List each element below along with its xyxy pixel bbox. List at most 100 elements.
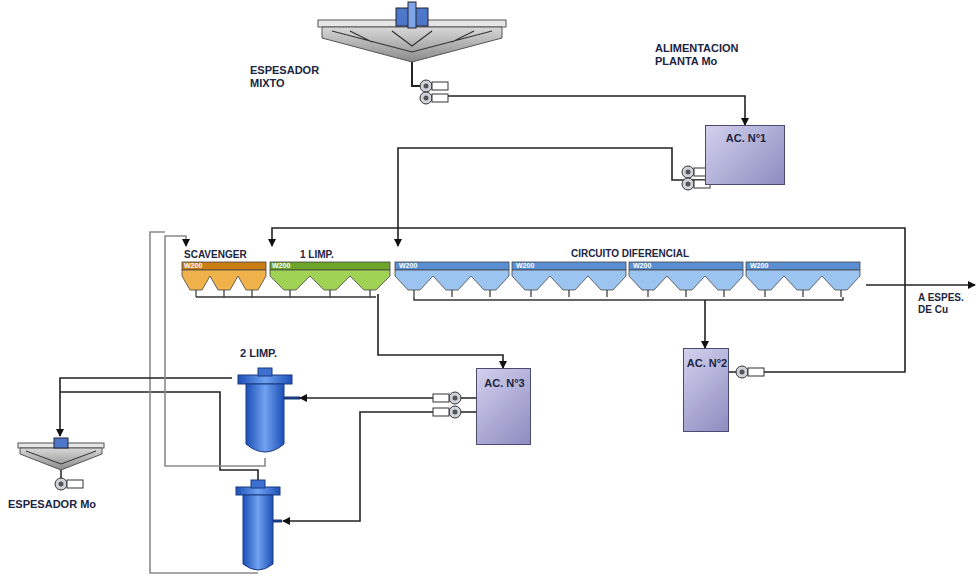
cell-discharge	[647, 290, 648, 297]
flotation-bank: W200	[629, 262, 743, 270]
flow-line	[704, 300, 706, 348]
pump-symbol	[740, 370, 745, 375]
flow-line	[398, 148, 705, 246]
column-top	[258, 368, 272, 376]
pump-motor	[432, 94, 448, 102]
cell-rail	[746, 262, 860, 270]
node-label: 2 LIMP.	[240, 347, 298, 360]
pipe	[412, 62, 420, 86]
pump-symbol	[453, 396, 458, 401]
cell-trough	[182, 270, 266, 290]
cell-rail	[629, 262, 743, 270]
pump-symbol	[686, 170, 691, 175]
cell-rail	[512, 262, 626, 270]
flotation-bank: W200	[395, 262, 509, 270]
cell-rail	[182, 262, 266, 270]
process-lines	[60, 232, 975, 573]
thickener-tank	[322, 27, 502, 62]
cell-discharge	[606, 290, 607, 297]
pump-symbol	[424, 96, 429, 101]
pumps	[55, 80, 764, 490]
cell-discharge	[329, 290, 330, 297]
node-label: ESPESADOR MIXTO	[250, 64, 345, 90]
node-label: CIRCUITO DIFERENCIAL	[510, 248, 750, 260]
node-label: AC. N°3	[482, 377, 527, 390]
tank-box: AC. N°1	[705, 125, 785, 185]
pump-motor	[748, 368, 764, 376]
cell-discharge	[723, 290, 724, 297]
thickener-rake	[332, 31, 492, 52]
thickener: ESPESADOR Mo	[8, 436, 120, 520]
thickener-drawing	[18, 438, 104, 480]
column-feed	[284, 397, 300, 400]
cell-discharge	[223, 290, 224, 297]
pump-symbol	[453, 410, 458, 415]
pump-motor	[433, 408, 449, 416]
cell-discharge	[451, 290, 452, 297]
pump-symbol	[59, 482, 64, 487]
launder	[414, 297, 843, 300]
pump-symbol	[686, 182, 691, 187]
cell-trough	[512, 270, 626, 290]
flow-line	[378, 294, 503, 368]
thickener: ESPESADOR MIXTO	[245, 0, 515, 96]
pump-motor	[67, 480, 83, 488]
flow-line	[272, 228, 905, 372]
pump-symbol	[424, 84, 429, 89]
pump-symbol	[449, 392, 461, 404]
launder	[196, 296, 376, 297]
cell-discharge	[568, 290, 569, 297]
cell-model: W200	[184, 262, 224, 270]
flotation-bank: W200	[512, 262, 626, 270]
cell-model: W200	[272, 262, 312, 270]
flotation-column: 2 LIMP.	[232, 345, 300, 458]
cell-rail	[270, 262, 390, 270]
flotation-cells	[182, 262, 860, 300]
node-label: AC. N°2	[686, 357, 728, 370]
column-top	[251, 480, 265, 488]
column-body	[246, 384, 284, 452]
node-label: 1 LIMP.	[300, 249, 370, 261]
cell-discharge	[530, 290, 531, 297]
feed-line	[283, 412, 476, 521]
pump-symbol	[420, 80, 432, 92]
cell-discharge	[369, 290, 370, 297]
thickener-rake	[26, 451, 96, 464]
cell-rail	[395, 262, 509, 270]
cell-trough	[629, 270, 743, 290]
cell-trough	[746, 270, 860, 290]
cell-discharge	[764, 290, 765, 297]
cell-discharge	[840, 290, 841, 297]
cell-discharge	[685, 290, 686, 297]
pump-symbol	[420, 92, 432, 104]
destination-label: A ESPES. DE Cu	[918, 292, 976, 316]
pump-symbol	[682, 166, 694, 178]
cell-trough	[395, 270, 509, 290]
flow-line	[60, 378, 232, 436]
cell-discharge	[802, 290, 803, 297]
pump-symbol	[55, 478, 67, 490]
node-label: W200	[516, 262, 556, 270]
node-label: W200	[750, 262, 790, 270]
thickener-tank	[20, 448, 102, 470]
pump-symbol	[736, 366, 748, 378]
column-feed	[273, 520, 282, 523]
flotation-bank: W200	[746, 262, 860, 270]
thickener-shaft	[408, 2, 416, 28]
node-label: W200	[633, 262, 673, 270]
node-label: ESPESADOR Mo	[8, 498, 118, 511]
node-label: W200	[399, 262, 439, 270]
tailings-line	[866, 284, 975, 286]
thickener-drawing	[318, 2, 506, 86]
cell-discharge	[195, 290, 196, 297]
cell-trough	[270, 270, 390, 290]
flotation-bank: SCAVENGERW200	[180, 246, 268, 294]
column-drawing	[236, 368, 300, 570]
node-label: SCAVENGER	[184, 249, 264, 261]
column-body	[243, 495, 273, 570]
node-label: AC. N°1	[724, 132, 768, 145]
